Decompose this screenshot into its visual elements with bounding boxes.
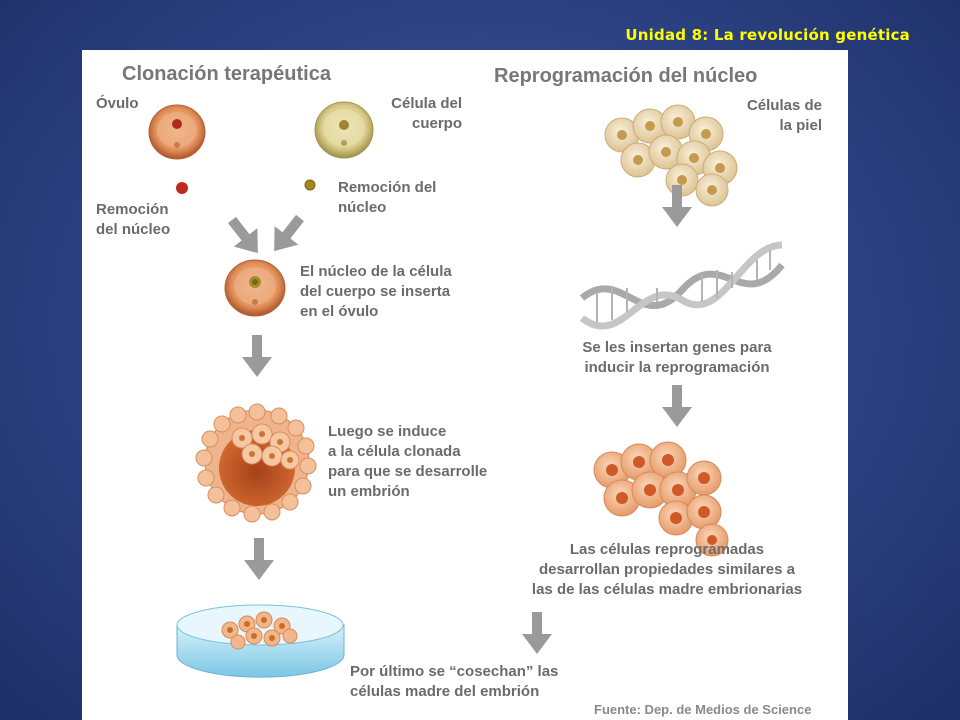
arrow-down-left-1 — [242, 335, 272, 377]
arrow-down-left-2 — [244, 538, 274, 580]
body-cell — [314, 101, 374, 159]
diagram-panel: Clonación terapéutica Reprogramación del… — [82, 50, 848, 720]
label-skin-cells: Células de la piel — [746, 97, 822, 134]
label-nucleus-removal-right: Remoción del núcleo — [338, 179, 437, 216]
text-induce-embryo: Luego se induce a la célula clonada para… — [328, 423, 488, 500]
text-harvest-stem-cells: Por último se “cosechan” las células mad… — [350, 663, 559, 700]
arrow-diagonal-right — [262, 208, 312, 261]
petri-dish — [176, 604, 345, 678]
header-therapeutic-cloning: Clonación terapéutica — [122, 63, 331, 85]
skin-cells-cluster — [604, 104, 738, 207]
text-reprogrammed-cells: Las células reprogramadas desarrollan pr… — [531, 541, 803, 598]
text-nucleus-inserted: El núcleo de la célula del cuerpo se ins… — [300, 263, 452, 320]
slide-title: Unidad 8: La revolución genética — [625, 26, 910, 44]
arrow-diagonal-left — [220, 210, 270, 263]
header-nucleus-reprogramming: Reprogramación del núcleo — [494, 65, 758, 87]
text-genes-inserted: Se les insertan genes para inducir la re… — [582, 339, 772, 376]
removed-nucleus-gold — [304, 179, 316, 191]
source-credit: Fuente: Dep. de Medios de Science — [594, 702, 812, 717]
removed-nucleus-red — [176, 182, 188, 194]
reprogrammed-cells-cluster — [593, 441, 729, 557]
label-ovum: Óvulo — [96, 95, 139, 112]
label-body-cell: Célula del cuerpo — [391, 95, 462, 132]
diagram-artwork — [148, 101, 785, 678]
label-nucleus-removal-left: Remoción del núcleo — [96, 201, 171, 238]
embryo-blastocyst — [195, 403, 317, 523]
arrow-down-right-2 — [662, 385, 692, 427]
ovum-with-inserted-nucleus — [224, 259, 286, 317]
ovum-cell — [148, 104, 206, 160]
dna-helix-icon — [579, 241, 785, 330]
arrow-down-right-3 — [522, 612, 552, 654]
